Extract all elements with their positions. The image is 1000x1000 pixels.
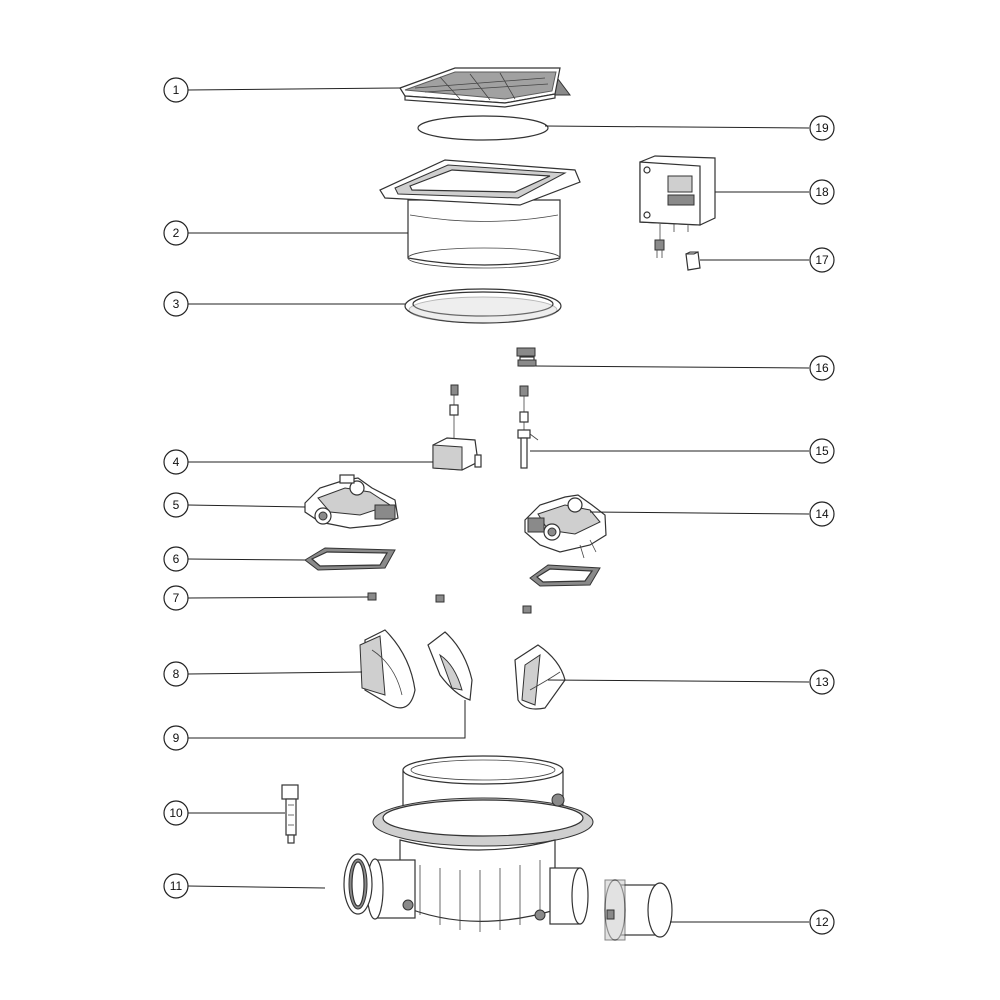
probe-part (517, 385, 539, 469)
leader-8 (187, 671, 363, 675)
callout-2: 2 (163, 220, 189, 246)
leader-14 (589, 511, 810, 515)
callout-label: 2 (173, 226, 180, 240)
callout-8: 8 (163, 661, 189, 687)
callout-15: 15 (809, 438, 835, 464)
callout-16: 16 (809, 355, 835, 381)
leader-16 (535, 365, 810, 369)
callout-12: 12 (809, 909, 835, 935)
leader-6 (187, 558, 306, 561)
grate-cover-part (399, 67, 571, 108)
callout-label: 5 (173, 498, 180, 512)
callout-label: 15 (815, 444, 829, 458)
callout-label: 18 (815, 185, 829, 199)
callout-label: 10 (169, 806, 183, 820)
callout-label: 7 (173, 591, 180, 605)
screws-part (367, 592, 532, 614)
callout-9: 9 (163, 725, 189, 751)
leader-13 (547, 679, 810, 683)
plug-part (281, 784, 299, 844)
callout-label: 16 (815, 361, 829, 375)
gasket-plate-left-part (304, 547, 396, 571)
flap-middle-part (427, 631, 473, 701)
flap-left-part (359, 629, 416, 709)
callout-label: 4 (173, 455, 180, 469)
callout-label: 11 (170, 879, 183, 893)
leader-9 (188, 700, 466, 739)
seal-ring-part (417, 115, 549, 141)
battery-part (685, 251, 701, 271)
valve-mechanism-right-part (524, 494, 607, 559)
leader-5 (187, 504, 306, 508)
leader-7 (187, 596, 369, 599)
callout-7: 7 (163, 585, 189, 611)
sensor-box-part (432, 384, 482, 471)
callout-label: 3 (173, 297, 180, 311)
callout-14: 14 (809, 501, 835, 527)
leader-11 (187, 885, 326, 889)
callout-11: 11 (163, 873, 189, 899)
callout-19: 19 (809, 115, 835, 141)
callout-5: 5 (163, 492, 189, 518)
callout-18: 18 (809, 179, 835, 205)
callout-1: 1 (163, 77, 189, 103)
callout-label: 19 (815, 121, 829, 135)
callout-6: 6 (163, 546, 189, 572)
callout-label: 13 (815, 675, 829, 689)
flap-right-part (514, 644, 566, 710)
callout-label: 12 (815, 915, 829, 929)
callout-label: 17 (815, 253, 829, 267)
callout-label: 9 (173, 731, 180, 745)
callout-17: 17 (809, 247, 835, 273)
gasket-plate-right-part (529, 564, 601, 587)
pipe-seal-ring-part (343, 853, 373, 915)
callout-label: 14 (815, 507, 829, 521)
callout-label: 6 (173, 552, 180, 566)
pipe-adapter-part (604, 879, 673, 941)
valve-mechanism-left-part (304, 474, 399, 529)
leader-19 (544, 125, 810, 129)
callout-label: 1 (173, 83, 180, 97)
leader-1 (187, 87, 401, 91)
frame-sleeve-part (379, 159, 581, 269)
callout-10: 10 (163, 800, 189, 826)
ring-gasket-part (404, 288, 562, 324)
connector-clip-part (516, 347, 537, 367)
callout-3: 3 (163, 291, 189, 317)
callout-label: 8 (173, 667, 180, 681)
callout-13: 13 (809, 669, 835, 695)
callout-4: 4 (163, 449, 189, 475)
main-housing-part (366, 755, 594, 932)
control-unit-part (639, 155, 716, 258)
